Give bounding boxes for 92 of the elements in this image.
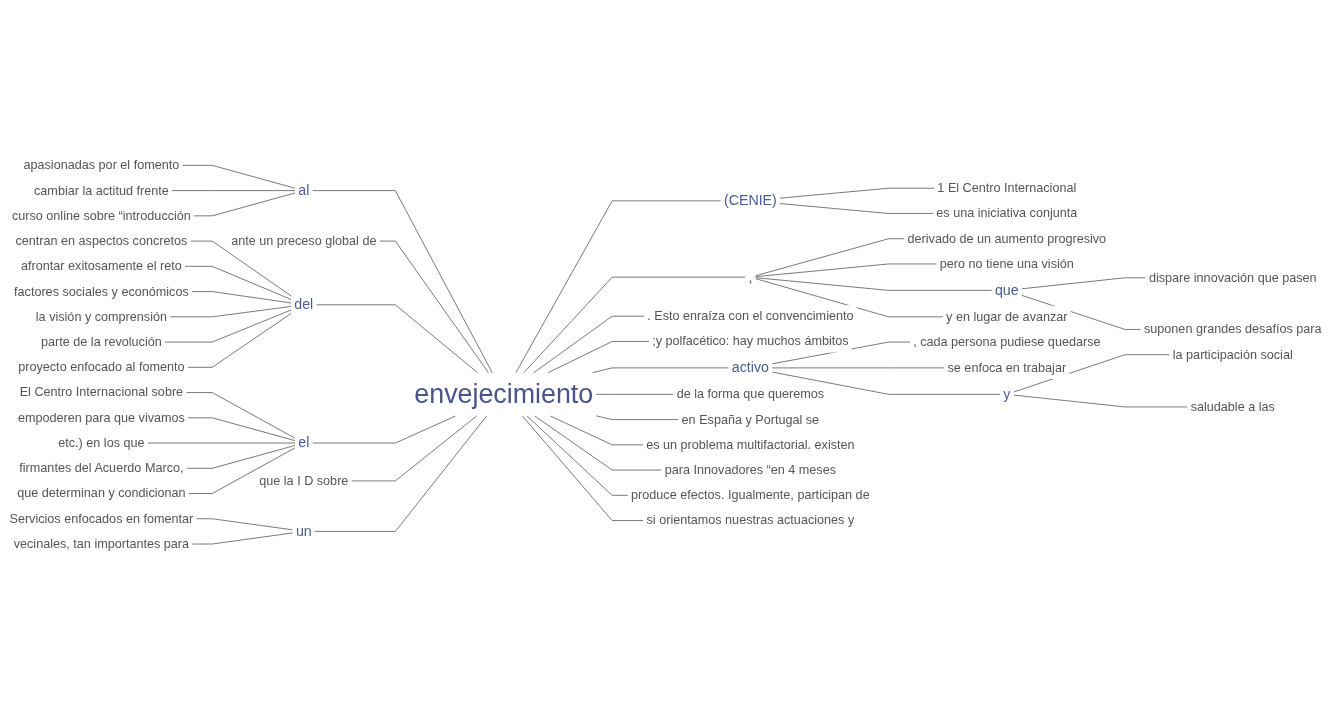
connector <box>515 200 722 373</box>
node-text: , <box>748 268 753 285</box>
node-text: la participación social <box>1172 347 1293 361</box>
connector <box>316 304 478 373</box>
connector <box>1013 354 1170 393</box>
connector <box>592 367 730 373</box>
connector <box>169 305 292 318</box>
node-text: firmantes del Acuerdo Marco, <box>19 461 184 475</box>
connector <box>526 415 629 496</box>
node-text: un <box>295 522 312 539</box>
connector <box>193 192 296 217</box>
node-text: derivado de un aumento progresivo <box>907 231 1107 245</box>
connector <box>755 263 938 277</box>
connector <box>771 367 945 369</box>
node-text: del <box>294 296 314 313</box>
connector <box>755 277 993 291</box>
connector <box>534 415 662 471</box>
connector <box>164 309 292 343</box>
node-text: etc.) en los que <box>58 435 145 450</box>
connector <box>191 291 292 304</box>
connector <box>595 393 674 395</box>
connector <box>171 190 296 191</box>
connector <box>314 415 487 532</box>
connector <box>595 415 679 420</box>
node-text: que la I D sobre <box>259 473 349 488</box>
node-text: ante un preceso global de <box>231 233 377 248</box>
connector <box>187 417 296 441</box>
connector <box>779 187 935 199</box>
connector <box>312 190 493 373</box>
node-text: y en lugar de avanzar <box>946 309 1068 323</box>
node-text: cambiar la actitud frente <box>34 183 169 197</box>
node-text: es un problema multifactorial. existen <box>646 437 855 451</box>
node-text: si orientamos nuestras actuaciones y <box>646 513 855 527</box>
node-text: apasionadas por el fomento <box>23 158 180 172</box>
connector <box>182 164 296 189</box>
node-text: afrontar exitosamente el reto <box>21 259 182 273</box>
node-text: que determinan y condicionan <box>17 486 186 500</box>
node-text: saludable a las <box>1190 399 1275 414</box>
node-text: proyecto enfocado al fomento <box>18 360 185 374</box>
connector <box>147 442 296 444</box>
connector <box>522 415 644 521</box>
node-text: factores sociales y económicos <box>14 284 189 298</box>
connector <box>379 240 489 373</box>
node-text: 1 El Centro Internacional <box>937 180 1077 195</box>
connector <box>190 240 292 297</box>
node-text: para Innovadores “en 4 meses <box>664 462 836 477</box>
node-text: ;y polfacético: hay muchos ámbitos <box>652 334 849 348</box>
node-text: de la forma que queremos <box>676 387 825 401</box>
node-text: Servicios enfocados en fomentar <box>9 511 194 525</box>
connector <box>549 415 644 446</box>
connector <box>779 202 934 214</box>
connector <box>196 518 294 531</box>
node-text: y <box>1003 385 1011 402</box>
node-text: activo <box>731 359 769 376</box>
connector <box>184 265 292 300</box>
node-text: envejecimiento <box>414 378 594 409</box>
node-text: al <box>298 182 310 198</box>
node-text: produce efectos. Igualmente, participan de <box>631 488 870 502</box>
node-text: que <box>994 281 1019 298</box>
node-text: empoderen para que vivamos <box>17 410 185 424</box>
connector <box>755 278 944 318</box>
connector <box>188 447 296 494</box>
node-text: vecinales, tan importantes para <box>13 536 190 551</box>
node-text: dispare innovación que pasen <box>1148 270 1317 284</box>
connector <box>533 315 645 373</box>
node-text: la visión y comprensión <box>35 309 167 323</box>
connector <box>755 238 905 276</box>
connector <box>185 391 296 439</box>
node-text: El Centro Internacional sobre <box>19 385 184 399</box>
node-text: en España y Portugal se <box>681 412 820 426</box>
connector <box>1021 277 1147 289</box>
node-text: el <box>298 434 310 451</box>
node-text: se enfoca en trabajar <box>947 360 1067 375</box>
node-text: parte de la revolución <box>41 334 162 349</box>
node-text: (CENIE) <box>723 192 777 209</box>
connector <box>1021 294 1142 330</box>
node-text: pero no tiene una visión <box>939 256 1074 271</box>
connector <box>547 340 650 373</box>
node-text: suponen grandes desafíos para <box>1143 322 1322 336</box>
connector <box>523 276 746 373</box>
node-text: centran en aspectos concretos <box>15 233 188 248</box>
node-text: , cada persona pudiese quedarse <box>913 334 1101 349</box>
connector <box>186 444 296 469</box>
connector <box>351 415 477 482</box>
node-text: es una iniciativa conjunta <box>936 206 1078 220</box>
connector <box>771 371 1001 395</box>
connector <box>312 415 456 444</box>
connector <box>187 312 292 368</box>
node-text: . Esto enraíza con el convencimiento <box>647 308 854 323</box>
connector <box>191 532 294 545</box>
node-text: curso online sobre “introducción <box>11 208 191 222</box>
connector <box>1013 394 1188 408</box>
